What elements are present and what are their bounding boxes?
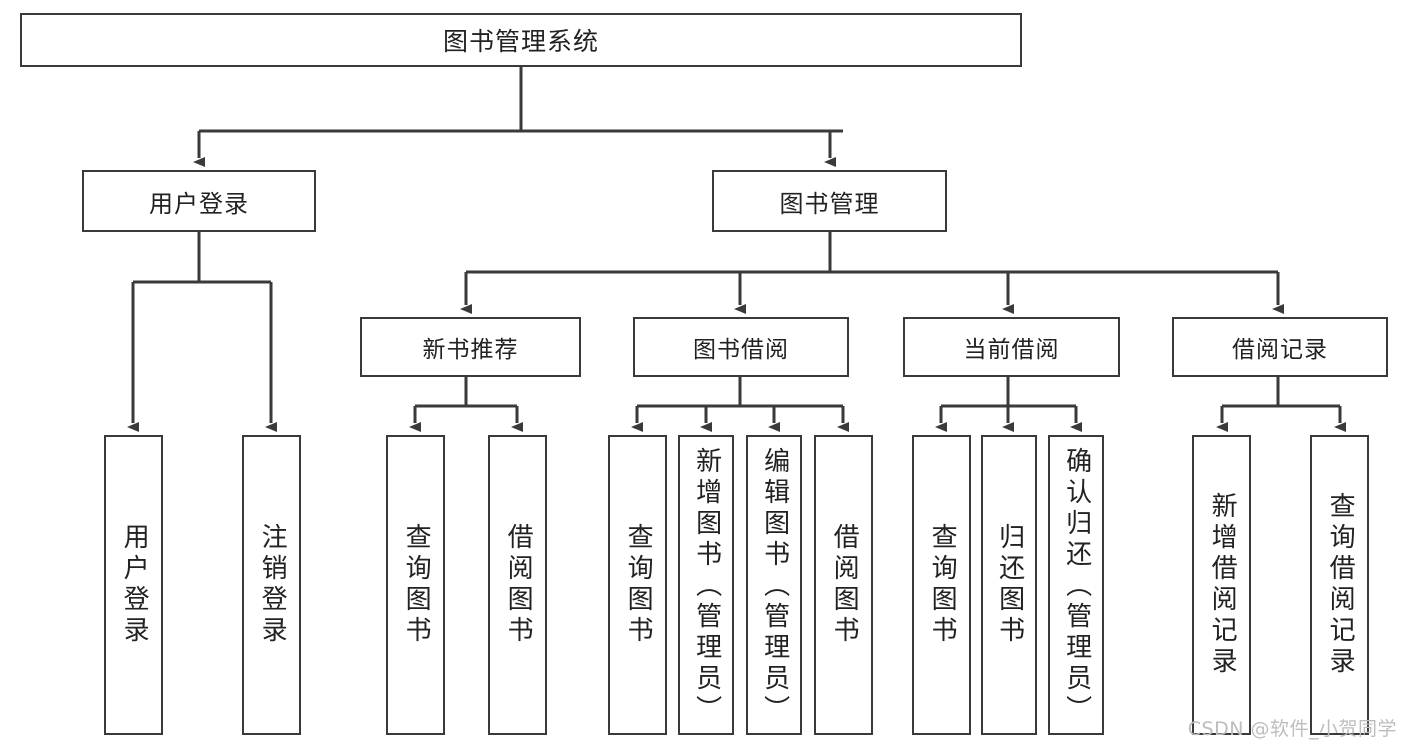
leaf-borrow-book[interactable]: 借阅图书 [814, 435, 873, 735]
leaf-return-book[interactable]: 归还图书 [981, 435, 1037, 735]
node-root[interactable]: 图书管理系统 [20, 13, 1022, 67]
leaf-edit-book-admin-label: 编辑图书（管理员） [759, 447, 790, 726]
node-new-book-recommend-label: 新书推荐 [422, 337, 519, 363]
leaf-borrow-book-label: 借阅图书 [829, 523, 860, 647]
leaf-query-borrow-record-label: 查询借阅记录 [1325, 492, 1356, 678]
node-book-borrow-label: 图书借阅 [693, 337, 789, 363]
leaf-user-login[interactable]: 用户登录 [104, 435, 163, 735]
leaf-add-book-admin-label: 新增图书（管理员） [691, 447, 722, 726]
leaf-add-book-admin[interactable]: 新增图书（管理员） [678, 435, 734, 735]
node-current-borrow[interactable]: 当前借阅 [903, 317, 1120, 377]
leaf-edit-book-admin[interactable]: 编辑图书（管理员） [746, 435, 802, 735]
node-book-borrow[interactable]: 图书借阅 [633, 317, 849, 377]
leaf-query-book-current[interactable]: 查询图书 [912, 435, 971, 735]
leaf-logout[interactable]: 注销登录 [242, 435, 301, 735]
watermark: CSDN @软件_小贺同学 [1187, 718, 1397, 740]
node-current-borrow-label: 当前借阅 [963, 337, 1060, 363]
node-book-management[interactable]: 图书管理 [712, 170, 947, 232]
leaf-confirm-return-admin-label: 确认归还（管理员） [1061, 447, 1092, 726]
node-user-login-label: 用户登录 [149, 189, 249, 218]
leaf-borrow-book-recommend[interactable]: 借阅图书 [488, 435, 547, 735]
node-root-label: 图书管理系统 [442, 27, 599, 56]
node-borrow-record[interactable]: 借阅记录 [1172, 317, 1388, 377]
leaf-add-borrow-record[interactable]: 新增借阅记录 [1192, 435, 1251, 735]
leaf-query-book-borrow-label: 查询图书 [623, 523, 654, 647]
leaf-return-book-label: 归还图书 [994, 523, 1025, 647]
node-borrow-record-label: 借阅记录 [1232, 337, 1328, 363]
leaf-add-borrow-record-label: 新增借阅记录 [1207, 492, 1238, 678]
leaf-logout-label: 注销登录 [257, 523, 288, 647]
leaf-query-book-recommend[interactable]: 查询图书 [386, 435, 445, 735]
leaf-borrow-book-recommend-label: 借阅图书 [503, 523, 534, 647]
leaf-query-book-borrow[interactable]: 查询图书 [608, 435, 667, 735]
leaf-query-borrow-record[interactable]: 查询借阅记录 [1310, 435, 1369, 735]
node-user-login[interactable]: 用户登录 [82, 170, 316, 232]
node-book-management-label: 图书管理 [779, 189, 880, 218]
leaf-user-login-label: 用户登录 [119, 523, 150, 647]
leaf-confirm-return-admin[interactable]: 确认归还（管理员） [1048, 435, 1104, 735]
leaf-query-book-recommend-label: 查询图书 [401, 523, 432, 647]
leaf-query-book-current-label: 查询图书 [927, 523, 958, 647]
node-new-book-recommend[interactable]: 新书推荐 [360, 317, 581, 377]
